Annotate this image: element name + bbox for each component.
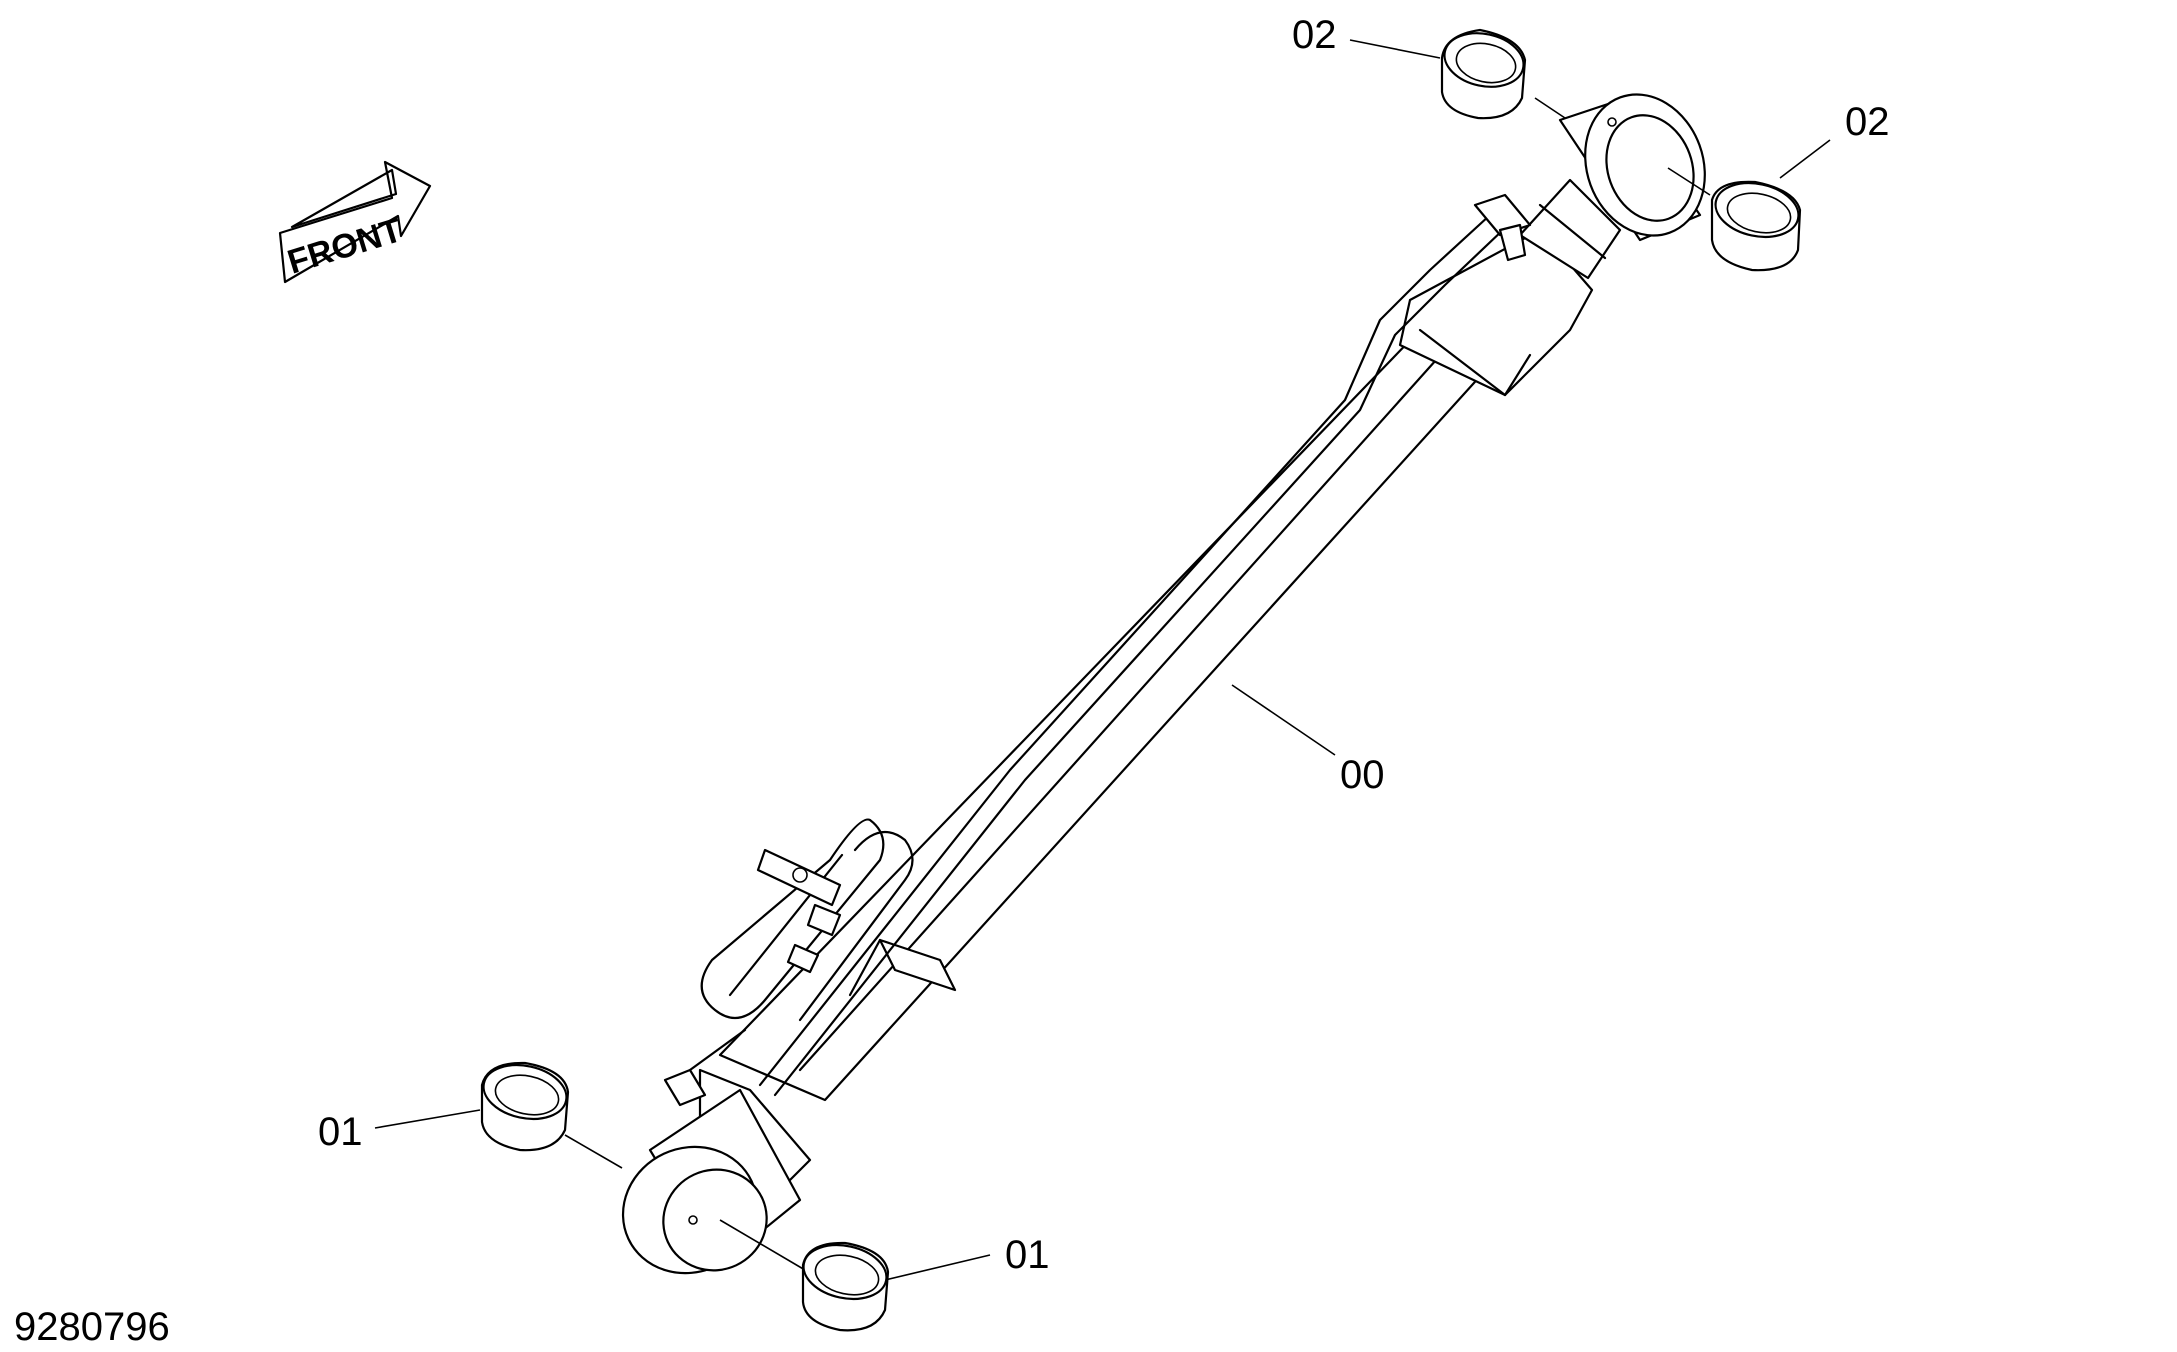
bushing-upper-left (1440, 28, 1527, 120)
bushing-upper-right (1710, 180, 1802, 272)
leader-lines (374, 39, 1831, 1281)
callout-02-right: 02 (1845, 100, 1890, 144)
bushing-lower-left (480, 1061, 570, 1152)
callout-01-left: 01 (318, 1110, 363, 1154)
callout-01-right: 01 (1005, 1233, 1050, 1277)
hydraulic-cylinder (621, 93, 1706, 1275)
drawing-number: 9280796 (14, 1305, 170, 1349)
callout-02-left: 02 (1292, 13, 1337, 57)
callout-00: 00 (1340, 753, 1385, 797)
front-direction-arrow-icon: FRONT (278, 160, 432, 284)
bushing-lower-right (801, 1241, 890, 1332)
